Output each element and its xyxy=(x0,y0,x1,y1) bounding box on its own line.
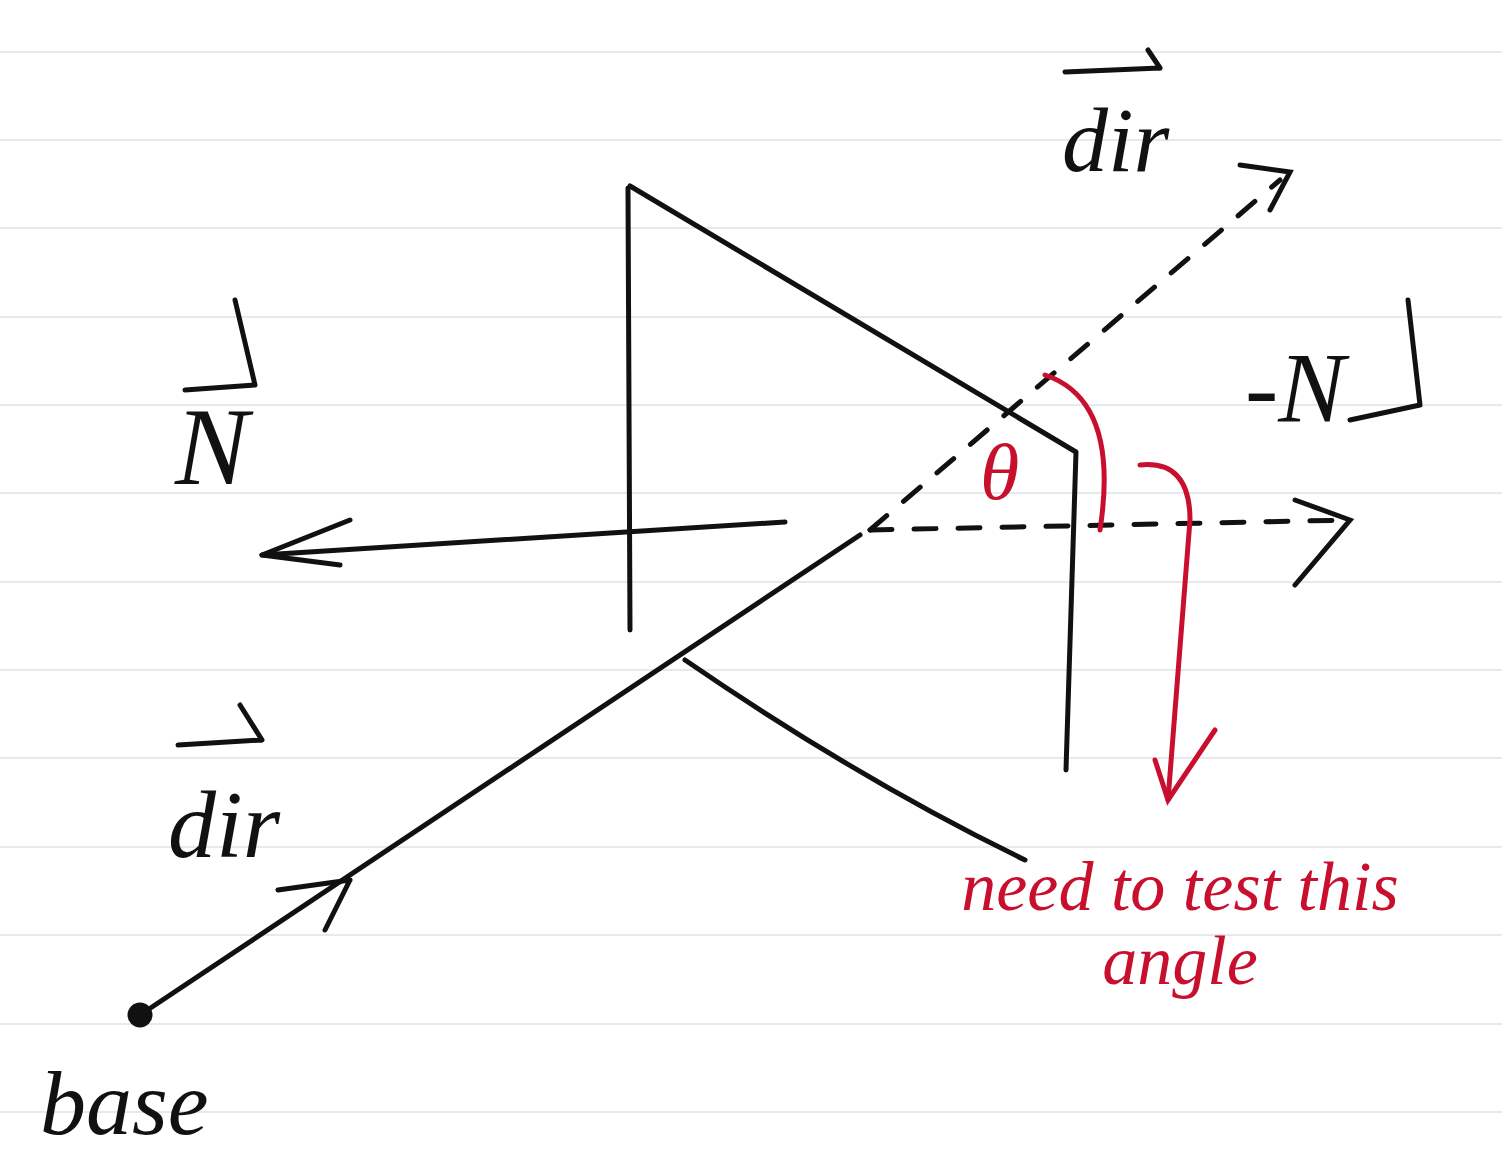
dashed-rays xyxy=(870,180,1350,530)
angle-annotation xyxy=(1045,375,1215,800)
annotation-note: need to test this angle xyxy=(880,850,1480,997)
ruled-lines xyxy=(0,52,1502,1112)
dashed-ray-heads xyxy=(1240,165,1350,585)
angle-label: θ xyxy=(980,430,1019,514)
point-label: base xyxy=(40,1055,209,1152)
vector-label: -N xyxy=(1245,335,1345,440)
vector-label: N xyxy=(175,390,248,506)
vector-label: dir xyxy=(1062,92,1169,189)
vector-label: dir xyxy=(168,775,280,876)
